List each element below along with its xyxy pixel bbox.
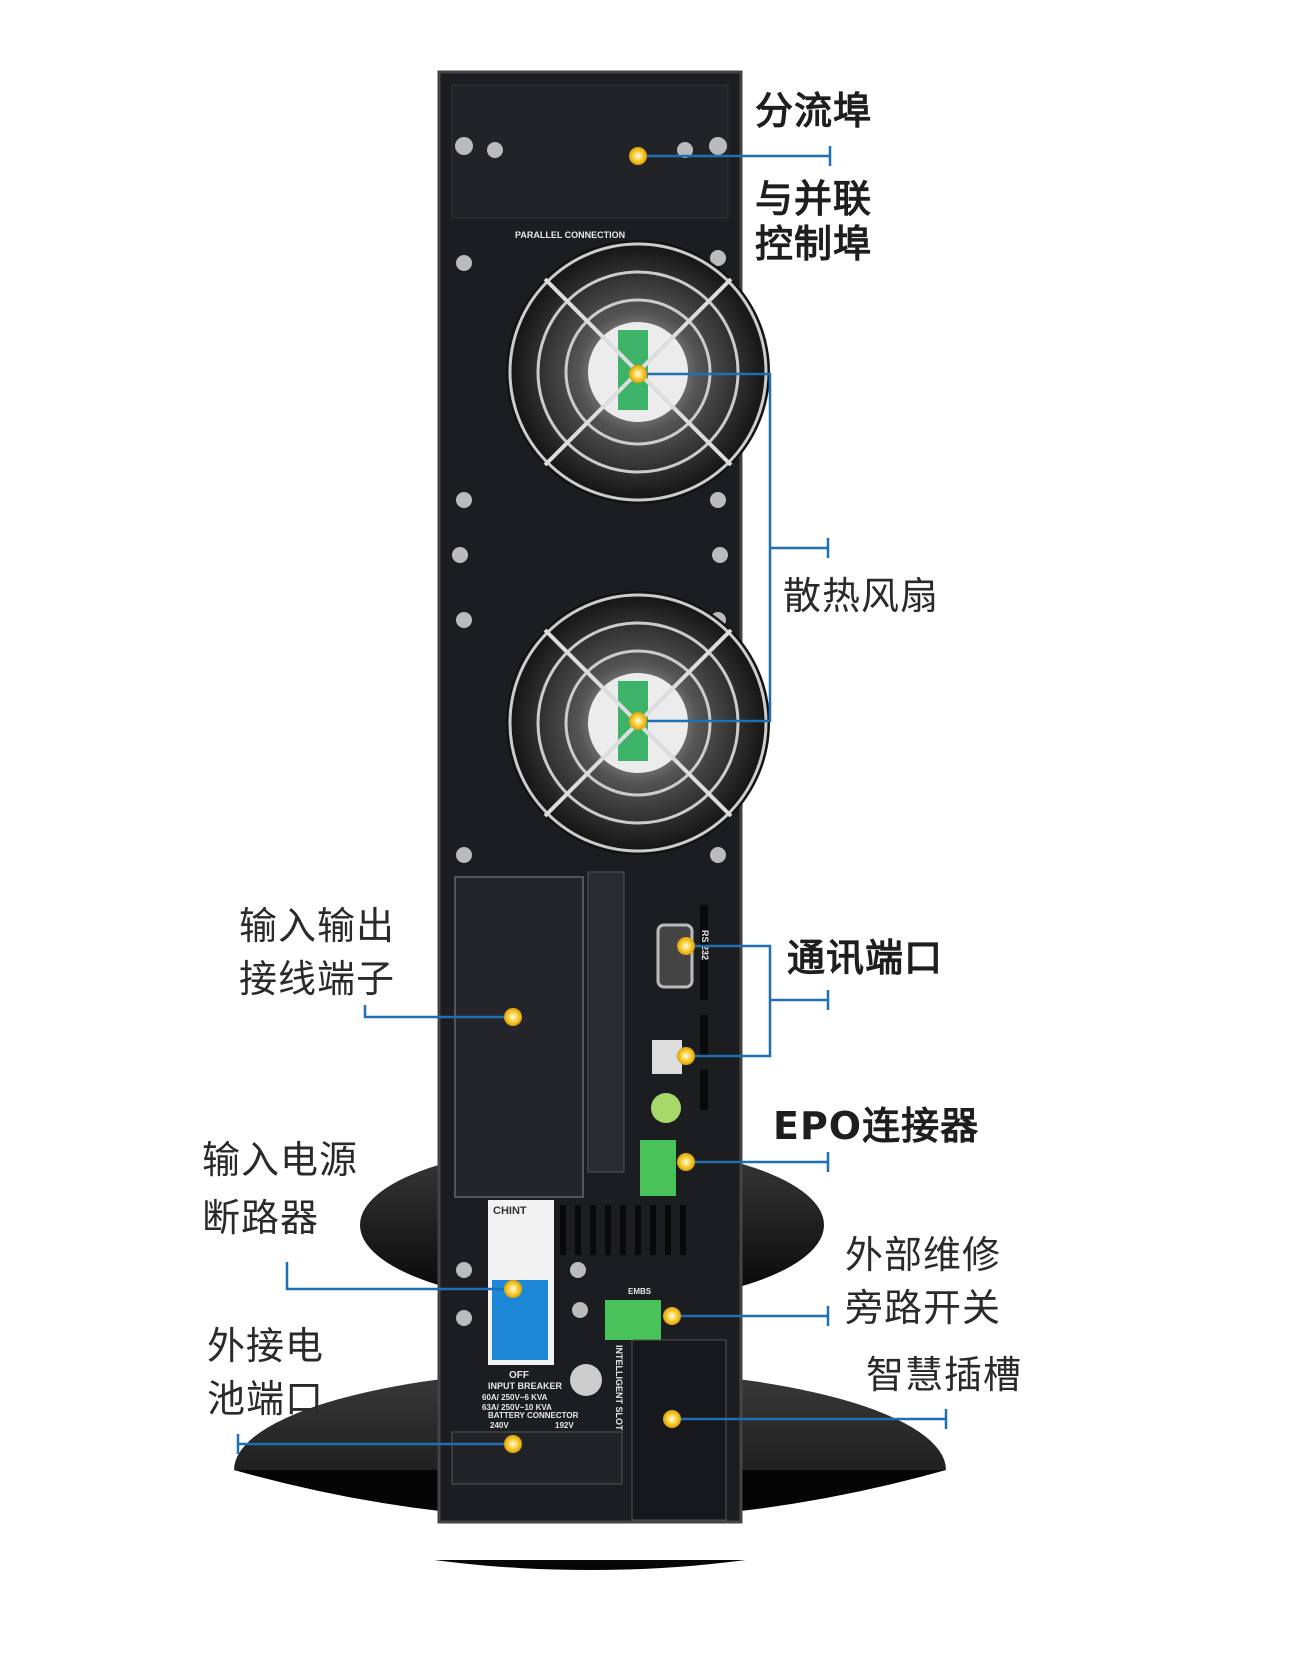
- parallel-connection-label: PARALLEL CONNECTION: [515, 230, 625, 240]
- callout-dots: [504, 147, 695, 1453]
- io-terminal-cover: [454, 876, 584, 1198]
- intelligent-slot-label: INTELLIGENT SLOT: [614, 1345, 624, 1431]
- battery-connector-plate: [451, 1431, 623, 1485]
- breaker-off-label: OFF: [509, 1370, 529, 1381]
- callout-parallel-port-2: 与并联: [755, 177, 873, 221]
- ground-terminal: [570, 1364, 602, 1396]
- callout-breaker-2: 断路器: [202, 1196, 320, 1240]
- bypass-connector: [605, 1300, 661, 1340]
- callout-breaker-1: 输入电源: [202, 1138, 359, 1182]
- callout-parallel-port-1: 分流埠: [755, 89, 873, 133]
- callout-lines: [236, 146, 948, 1454]
- callout-bypass-2: 旁路开关: [845, 1286, 1002, 1330]
- rs232-port: [656, 923, 694, 989]
- vent-slots: [560, 905, 708, 1255]
- callout-smart-slot: 智慧插槽: [866, 1353, 1023, 1397]
- input-breaker-label: INPUT BREAKER: [488, 1381, 563, 1391]
- network-port: [652, 1040, 682, 1074]
- embs-label: EMBS: [628, 1287, 652, 1296]
- callout-battery-1: 外接电: [207, 1324, 325, 1368]
- battery-240-label: 240V: [490, 1421, 509, 1430]
- battery-connector-label: BATTERY CONNECTOR: [488, 1411, 579, 1420]
- breaker-rating-2: 63A/ 250V~10 KVA: [482, 1403, 552, 1412]
- epo-connector: [640, 1140, 676, 1196]
- callout-io-terminal-1: 输入输出: [239, 904, 396, 948]
- callout-bypass-1: 外部维修: [845, 1233, 1002, 1277]
- callout-cooling-fan: 散热风扇: [783, 574, 940, 618]
- epo-indicator: [651, 1093, 681, 1123]
- callout-io-terminal-2: 接线端子: [239, 957, 396, 1001]
- callout-battery-2: 池端口: [207, 1377, 325, 1421]
- callout-comm-port: 通讯端口: [787, 936, 944, 980]
- breaker-rating-1: 60A/ 250V~6 KVA: [482, 1393, 548, 1402]
- breaker-brand: CHINT: [493, 1205, 527, 1217]
- callout-parallel-port-3: 控制埠: [755, 222, 873, 266]
- intelligent-slot: [631, 1339, 727, 1521]
- callout-epo-connector: EPO连接器: [773, 1104, 980, 1148]
- battery-192-label: 192V: [555, 1421, 574, 1430]
